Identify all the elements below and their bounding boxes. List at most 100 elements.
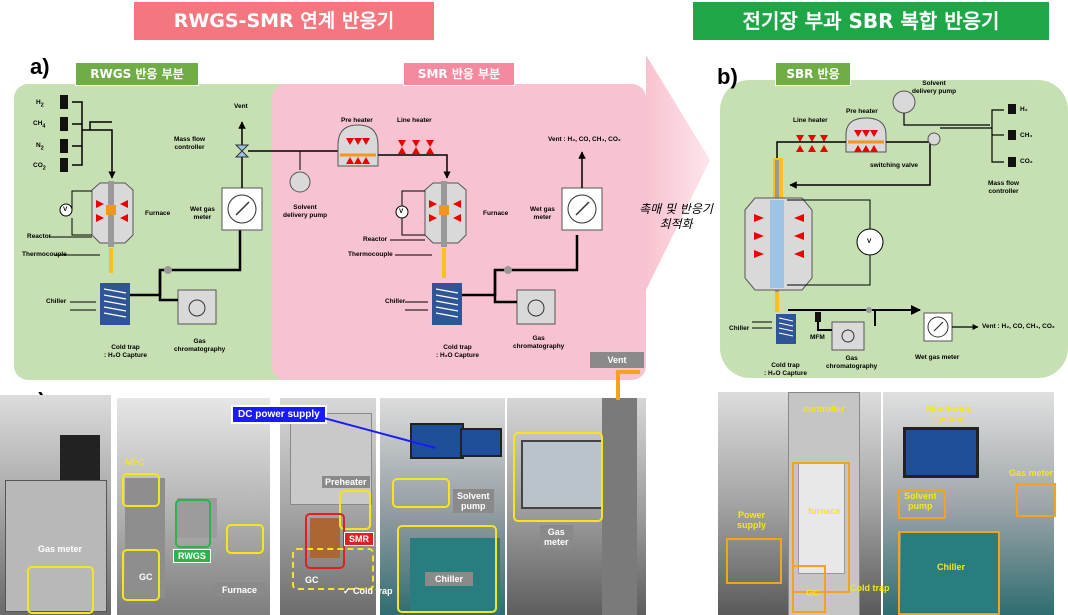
gas-cylinders-a	[60, 95, 68, 172]
reactor-label-a: Reactor	[27, 233, 52, 240]
cold-trap-a	[100, 283, 130, 325]
lineheater-label-b: Line heater	[793, 117, 828, 124]
d-box-gc	[792, 565, 826, 613]
gas-label-b-ch4: CH₄	[1020, 132, 1033, 139]
c-label-rwgs: RWGS	[173, 549, 211, 563]
c-label-preheater: Preheater	[322, 476, 370, 488]
c-box-rwgs	[175, 499, 211, 548]
photo-c-5	[507, 398, 646, 615]
banner-sbr: 전기장 부과 SBR 복합 반응기	[693, 2, 1049, 40]
photo-d-1	[718, 392, 881, 615]
d-label-chiller: Chiller	[937, 562, 966, 572]
furnace-label-a: Furnace	[145, 210, 171, 217]
c-label-smr: SMR	[344, 532, 374, 546]
cold-trap-label-a: Cold trap: H₂O Capture	[104, 344, 147, 359]
gas-label-co2: CO2	[33, 162, 46, 172]
d-box-gas-meter	[1016, 483, 1056, 517]
optimization-arrow	[646, 55, 710, 290]
furnace-label-b: Furnace	[483, 210, 509, 217]
optimization-text-line1: 촉매 및 반응기	[639, 202, 713, 216]
c-box-gas-meter2	[513, 432, 603, 522]
lineheater-label-a: Line heater	[397, 117, 432, 124]
d-box-chiller	[898, 531, 1000, 615]
vent-products-label-a: Vent : H₂, CO, CH₄, CO₂	[548, 136, 621, 143]
c-box-gas-meter	[27, 566, 94, 614]
d-box-solvent	[898, 489, 946, 519]
photo-d-2	[883, 392, 1054, 615]
d-box-furnace	[792, 462, 850, 593]
c-label-chiller: Chiller	[425, 572, 474, 586]
mfm-label: MFM	[810, 334, 825, 341]
voltmeter-label-b: V	[399, 208, 404, 215]
c-box-mfc	[122, 473, 160, 507]
section-label-rwgs: RWGS 반응 부분	[75, 62, 199, 86]
d-label-cold-trap: Cold trap	[850, 583, 890, 593]
solvent-pump-a	[289, 171, 311, 193]
c-label-mfc: MFC	[125, 457, 145, 467]
d-label-controller: controller	[803, 404, 845, 414]
c-box-gc	[122, 549, 160, 601]
photo-c-1	[0, 395, 111, 615]
panel-letter-a: a)	[30, 54, 50, 79]
c-box-furnace	[226, 524, 264, 554]
voltmeter-label-c: V	[867, 238, 872, 245]
gas-label-h2: H2	[36, 99, 44, 109]
c-box-solvent	[392, 478, 450, 508]
gc-c	[831, 321, 865, 351]
wet-gas-label-c: Wet gas meter	[915, 354, 960, 361]
chiller-label-c: Chiller	[729, 325, 750, 332]
banner-rwgs-smr: RWGS-SMR 연계 반응기	[134, 2, 434, 40]
furnace-a	[91, 181, 134, 247]
thermocouple-label-a: Thermocouple	[22, 251, 67, 258]
gas-label-b-co2: CO₂	[1020, 158, 1033, 165]
furnace-b	[424, 181, 467, 247]
d-label-gas-meter: Gas meter	[1009, 468, 1054, 478]
chiller-label-a: Chiller	[46, 298, 67, 305]
voltmeter-label-a: V	[63, 206, 68, 213]
d-label-furnace: furnace	[808, 506, 841, 516]
c-label-gc: GC	[139, 572, 153, 582]
c-box-gc2	[292, 548, 374, 590]
d-label-gc: GC	[806, 588, 820, 598]
c-label-gc2: GC	[305, 575, 319, 585]
vent-label-b: Vent : H₂, CO, CH₄, CO₂	[982, 323, 1055, 330]
gas-label-b-h2: H₂	[1020, 106, 1028, 113]
gas-label-ch4: CH4	[33, 120, 46, 130]
c-label-furnace: Furnace	[214, 583, 266, 597]
c-box-chiller	[397, 525, 497, 613]
preheater-label-a: Pre heater	[341, 117, 373, 124]
cold-trap-label-b: Cold trap: H₂O Capture	[436, 344, 479, 359]
optimization-text-line2: 최적화	[659, 217, 693, 231]
switching-valve-label: switching valve	[870, 162, 919, 169]
c-label-cold-trap: ✓ Cold trap	[343, 586, 393, 596]
vent-label-a: Vent	[234, 103, 248, 110]
chiller-label-b: Chiller	[385, 298, 406, 305]
c-box-preheater	[339, 490, 371, 530]
optimization-text: 촉매 및 반응기 최적화	[626, 202, 726, 232]
panel-letter-b: b)	[717, 64, 738, 89]
reactor-label-b: Reactor	[363, 236, 388, 243]
rwgs-panel	[14, 84, 298, 380]
sbr-reactor	[744, 197, 813, 291]
gas-label-n2: N2	[36, 142, 44, 152]
photo-c-3	[280, 398, 376, 615]
c-label-dc-power: DC power supply	[231, 405, 327, 424]
section-label-sbr: SBR 반응	[775, 62, 851, 86]
thermocouple-label-b: Thermocouple	[348, 251, 393, 258]
section-label-smr: SMR 반응 부분	[403, 62, 515, 86]
c-arrow-vent	[616, 370, 640, 400]
cold-trap-label-c: Cold trap: H₂O Capture	[764, 362, 807, 377]
